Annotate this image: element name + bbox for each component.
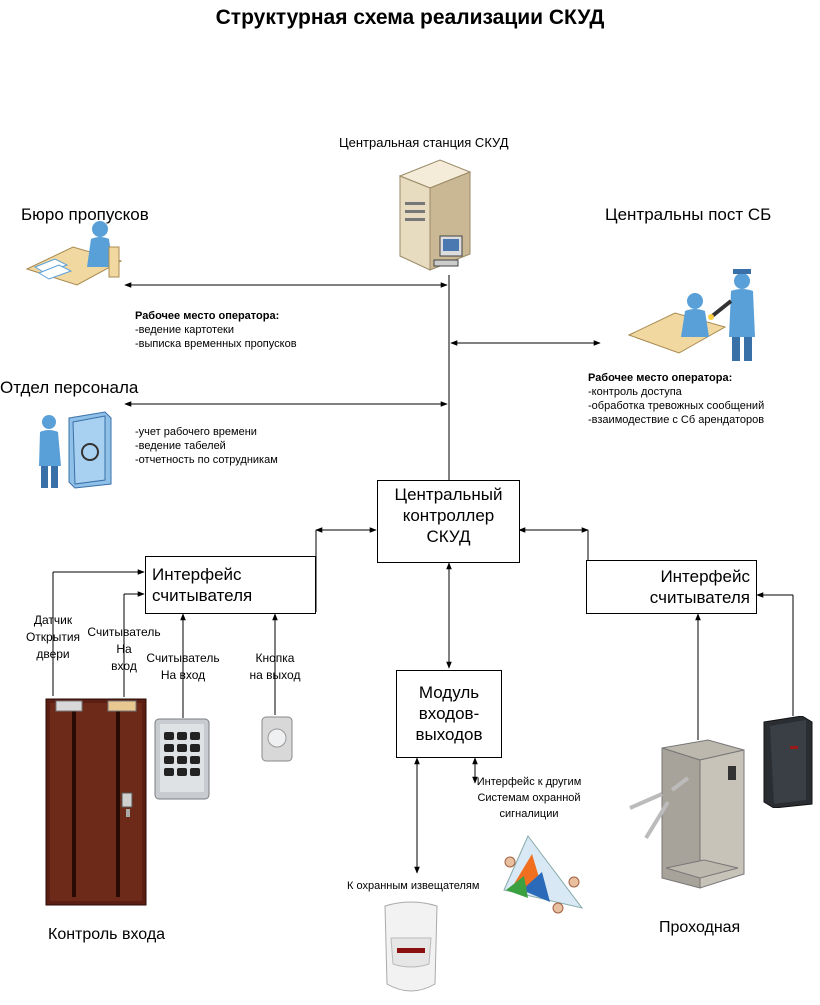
diagram-title: Структурная схема реализации СКУД [215,6,605,29]
door-icon [44,697,148,907]
door-reader-label: Считыватель На вход [83,624,165,675]
security-post-label: Центральны пост СБ [605,205,772,224]
security-operator-title: Рабочее место оператора: [588,372,733,384]
reader-interface-left-line-2: считывателя [152,586,253,605]
reader-interface-left-box: Интерфейс считывателя [145,556,316,614]
door-reader-line-3: вход [111,659,137,673]
keypad-reader-label: Считыватель На вход [140,650,226,684]
central-station-label: Центральная станция СКУД [339,135,509,150]
bureau-operator-title: Рабочее место оператора: [135,310,280,322]
keypad-reader-icon [154,718,210,800]
door-sensor-line-3: двери [36,647,70,661]
door-sensor-label: Датчик Открытия двери [20,612,86,663]
alarm-interface-line-2: Системам охранной [477,792,581,804]
personnel-operator-icon [35,410,115,490]
reader-interface-right-line-1: Интерфейс [660,567,750,586]
personnel-task-2: -ведение табелей [135,440,226,452]
alarm-interface-line-1: Интерфейс к другим [476,776,582,788]
personnel-task-1: -учет рабочего времени [135,426,257,438]
keypad-reader-line-1: Считыватель [146,651,220,665]
io-module-line-3: выходов [415,725,483,744]
personnel-task-3: -отчетность по сотрудникам [135,454,278,466]
proximity-reader-icon [762,715,814,809]
detectors-label: К охранным извещателям [347,880,480,892]
door-reader-line-1: Считыватель [87,625,161,639]
keypad-reader-line-2: На вход [160,668,206,682]
checkpoint-label: Проходная [659,919,741,936]
exit-button-line-2: на выход [249,668,301,682]
controller-line-2: контроллер [402,506,495,525]
bureau-label: Бюро пропусков [21,205,149,224]
reader-interface-right-line-2: считывателя [649,588,750,607]
bureau-operator-icon [25,217,125,292]
entry-control-label: Контроль входа [48,926,166,943]
door-reader-line-2: На [116,642,132,656]
alarm-interface-line-3: сигналиции [499,808,559,820]
controller-line-3: СКУД [426,527,471,546]
reader-interface-left-line-1: Интерфейс [152,565,242,584]
exit-button-line-1: Кнопка [255,651,295,665]
turnstile-icon [628,738,748,898]
personnel-label: Отдел персонала [0,378,139,397]
alarm-system-icon [498,832,584,920]
exit-button-label: Кнопка на выход [240,650,310,684]
door-sensor-line-1: Датчик [33,613,73,627]
bureau-task-2: -выписка временных пропусков [135,338,297,350]
security-task-1: -контроль доступа [588,386,682,398]
motion-detector-icon [381,898,441,1000]
server-icon [392,158,478,278]
exit-button-icon [261,716,293,762]
security-task-3: -взаимодествие с Сб арендаторов [588,414,765,426]
alarm-interface-label: Интерфейс к другим Системам охранной сиг… [470,774,588,822]
io-module-line-1: Модуль [418,683,480,702]
door-sensor-line-2: Открытия [25,630,81,644]
security-task-2: -обработка тревожных сообщений [588,400,765,412]
io-module-box: Модуль входов- выходов [396,670,502,758]
controller-line-1: Центральный [394,485,503,504]
reader-interface-right-box: Интерфейс считывателя [586,560,757,614]
bureau-task-1: -ведение картотеки [135,324,235,336]
io-module-line-2: входов- [418,704,480,723]
security-post-icon [625,265,770,365]
central-controller-box: Центральный контроллер СКУД [377,480,520,563]
